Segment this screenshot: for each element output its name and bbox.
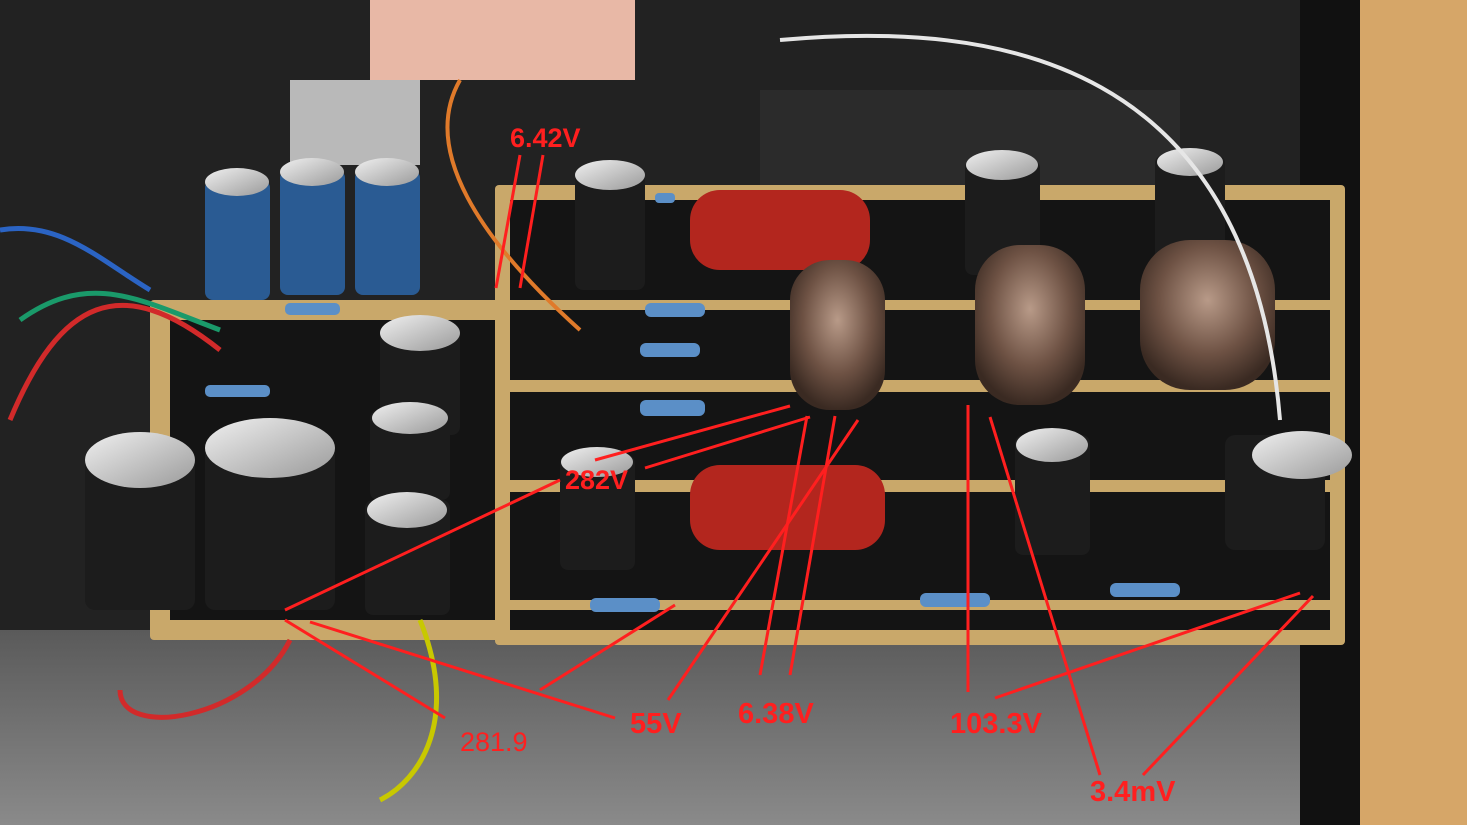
voltage-label: 55V bbox=[630, 708, 682, 740]
annotation-line bbox=[988, 416, 1102, 776]
annotation-line bbox=[539, 603, 676, 692]
annotation-line bbox=[284, 478, 561, 612]
annotation-line bbox=[994, 591, 1301, 700]
annotation-line bbox=[1141, 594, 1315, 777]
annotation-line bbox=[309, 620, 616, 720]
annotation-line bbox=[518, 154, 545, 289]
foam-pad bbox=[370, 0, 635, 80]
wires bbox=[0, 33, 1282, 803]
vacuum-tubes bbox=[790, 240, 1275, 410]
annotation-line bbox=[644, 415, 811, 470]
voltage-label: 6.42V bbox=[510, 123, 581, 153]
film-capacitors bbox=[690, 190, 885, 550]
annotation-line bbox=[284, 618, 446, 720]
annotation-lines bbox=[284, 154, 1315, 777]
voltage-label: 6.38V bbox=[738, 698, 814, 730]
chassis-floor bbox=[0, 630, 1467, 825]
voltage-label: 282V bbox=[565, 465, 629, 495]
voltage-label: 3.4mV bbox=[1090, 776, 1176, 808]
annotation-line bbox=[594, 404, 791, 462]
annotation-line bbox=[494, 154, 522, 289]
annotation-line bbox=[788, 415, 837, 676]
resistors bbox=[205, 193, 1180, 612]
voltage-label: 103.3V bbox=[950, 708, 1042, 740]
blue-capacitors bbox=[205, 158, 420, 300]
voltage-label: 281.9 bbox=[460, 727, 528, 757]
wood-edge bbox=[1340, 0, 1467, 825]
annotation-line bbox=[758, 415, 809, 676]
transformer bbox=[290, 80, 420, 165]
